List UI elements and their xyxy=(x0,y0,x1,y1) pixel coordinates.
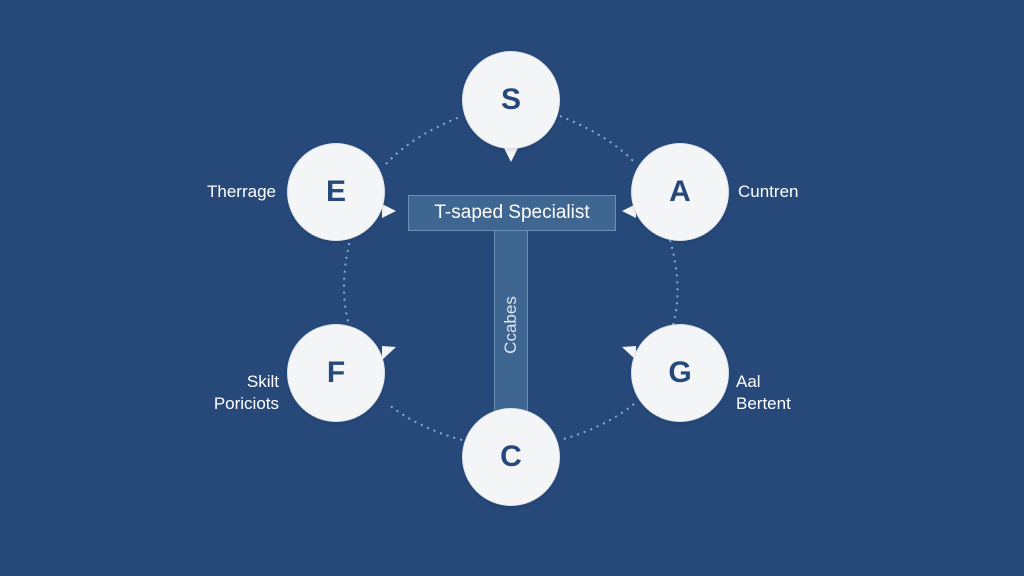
node-e-letter: E xyxy=(325,175,346,208)
node-c-letter: C xyxy=(500,440,522,473)
t-shape-bar: T-saped Specialist xyxy=(408,195,616,231)
t-shape-bar-label: T-saped Specialist xyxy=(434,202,590,223)
node-e: E xyxy=(288,144,384,240)
pointer-g xyxy=(622,346,636,360)
connector-a-g xyxy=(669,239,679,329)
label-f-line2: Poriciots xyxy=(213,394,279,413)
node-c: C xyxy=(463,409,559,505)
node-f-letter: F xyxy=(326,356,346,389)
t-shape-stem xyxy=(494,231,528,419)
pointer-e xyxy=(382,204,396,218)
node-a: A xyxy=(632,144,728,240)
pointer-a xyxy=(622,204,636,218)
label-f: Skilt Poriciots xyxy=(214,371,279,415)
connector-g-c xyxy=(559,403,635,441)
label-a: Cuntren xyxy=(738,181,798,203)
connector-f-e xyxy=(343,239,351,329)
label-e: Therrage xyxy=(207,181,276,203)
label-e-text: Therrage xyxy=(207,182,276,201)
label-g-line2: Bertent xyxy=(736,394,791,413)
node-s: S xyxy=(463,52,559,148)
node-f: F xyxy=(288,325,384,421)
connector-s-a xyxy=(559,115,637,165)
node-a-letter: A xyxy=(669,175,691,208)
t-shape-stem-label: Ccabes xyxy=(501,296,520,354)
label-g: Aal Bertent xyxy=(736,371,791,415)
node-s-letter: S xyxy=(500,83,521,116)
label-g-line1: Aal xyxy=(736,372,761,391)
pointer-f xyxy=(382,346,396,360)
connector-e-s xyxy=(385,115,463,165)
label-f-line1: Skilt xyxy=(246,372,279,391)
node-g: G xyxy=(632,325,728,421)
label-a-text: Cuntren xyxy=(738,182,799,201)
connector-c-f xyxy=(387,403,463,441)
node-g-letter: G xyxy=(668,356,692,389)
pointer-s xyxy=(504,148,518,162)
